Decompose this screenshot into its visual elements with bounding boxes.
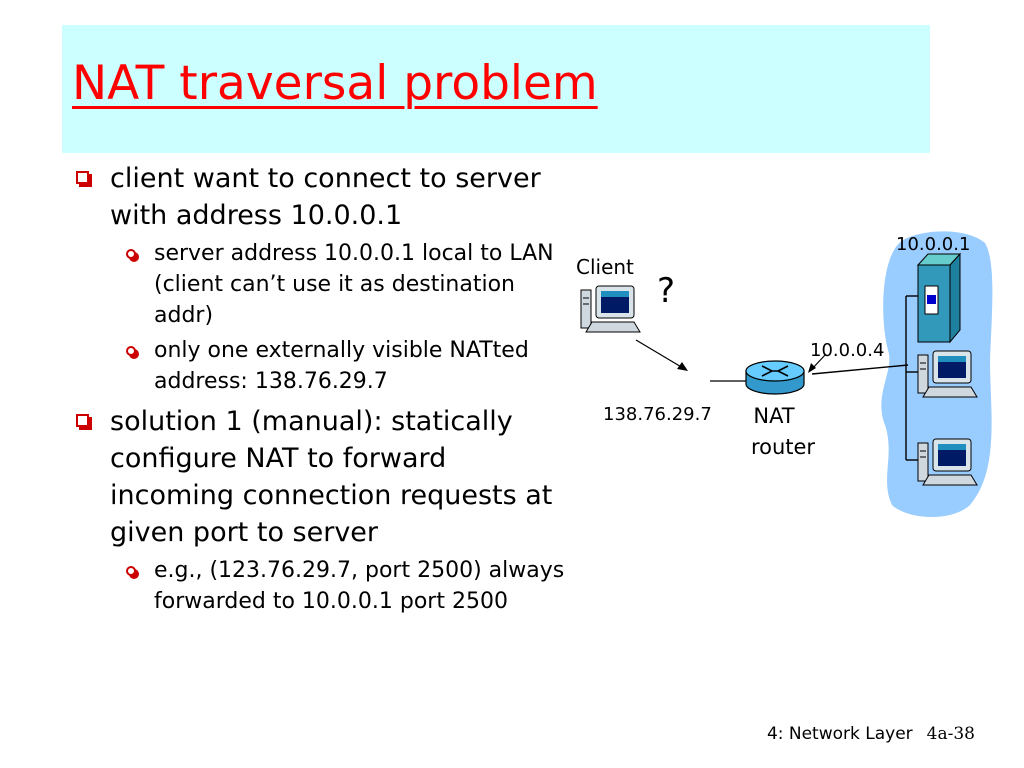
bullet-2: solution 1 (manual): statically configur… bbox=[72, 403, 572, 617]
server-address-label: 10.0.0.1 bbox=[896, 234, 970, 255]
client-computer-icon bbox=[580, 285, 641, 333]
client-label: Client bbox=[576, 255, 634, 279]
bullet-list: client want to connect to server with ad… bbox=[72, 160, 572, 623]
host-computer-icon bbox=[917, 350, 978, 398]
sub-bullet-text: server address 10.0.0.1 local to LAN (cl… bbox=[154, 241, 554, 328]
sub-bullet: only one externally visible NATted addre… bbox=[110, 335, 572, 397]
host-computer-icon bbox=[917, 438, 978, 486]
question-mark: ? bbox=[657, 271, 675, 311]
nat-router-label-1: NAT bbox=[753, 404, 794, 428]
bullet-1-sublist: server address 10.0.0.1 local to LAN (cl… bbox=[110, 238, 572, 397]
nat-diagram: Client ? 10.0.0.1 10.0.0.4 138.76.29.7 N… bbox=[576, 231, 993, 518]
square-bullet-icon bbox=[76, 414, 89, 427]
nat-router-label-2: router bbox=[751, 435, 815, 459]
circle-bullet-icon bbox=[126, 249, 136, 259]
sub-bullet-text: e.g., (123.76.29.7, port 2500) always fo… bbox=[154, 558, 565, 614]
footer-page-number: 4a-38 bbox=[926, 724, 975, 744]
client-arrow bbox=[635, 339, 688, 371]
bullet-1-text: client want to connect to server with ad… bbox=[110, 163, 541, 231]
slide-title: NAT traversal problem bbox=[72, 56, 598, 111]
bullet-1: client want to connect to server with ad… bbox=[72, 160, 572, 397]
router-lan-address-label: 10.0.0.4 bbox=[810, 340, 884, 361]
server-icon bbox=[916, 252, 962, 344]
sub-bullet: server address 10.0.0.1 local to LAN (cl… bbox=[110, 238, 572, 331]
sub-bullet: e.g., (123.76.29.7, port 2500) always fo… bbox=[110, 555, 572, 617]
bullet-2-sublist: e.g., (123.76.29.7, port 2500) always fo… bbox=[110, 555, 572, 617]
square-bullet-icon bbox=[76, 171, 89, 184]
router-wan-address-label: 138.76.29.7 bbox=[603, 404, 712, 425]
sub-bullet-text: only one externally visible NATted addre… bbox=[154, 338, 529, 394]
router-lan-arrow bbox=[808, 353, 827, 373]
bullet-2-text: solution 1 (manual): statically configur… bbox=[110, 406, 553, 548]
lan-line-router bbox=[811, 364, 909, 375]
slide-footer: 4: Network Layer 4a-38 bbox=[767, 724, 975, 744]
footer-course: 4: Network Layer bbox=[766, 724, 913, 744]
title-band bbox=[62, 25, 930, 153]
circle-bullet-icon bbox=[126, 566, 136, 576]
circle-bullet-icon bbox=[126, 346, 136, 356]
router-icon bbox=[745, 360, 805, 395]
